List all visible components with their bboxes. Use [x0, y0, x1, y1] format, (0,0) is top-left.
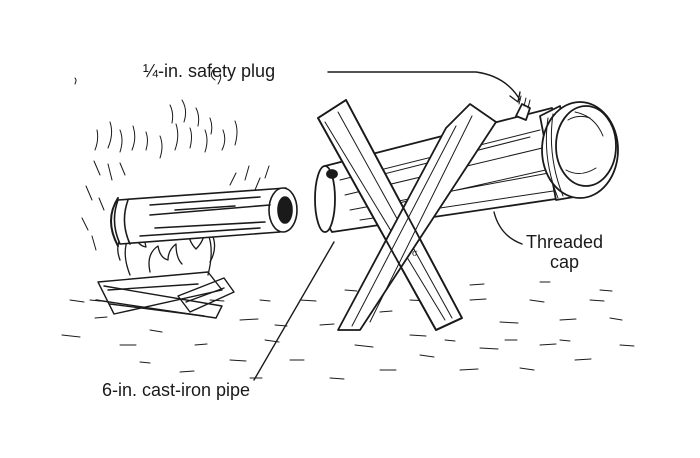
- brush-scribbles: [74, 69, 270, 251]
- leader-lines: [253, 71, 523, 381]
- sawhorse: σ: [317, 99, 497, 331]
- firewood: [95, 271, 235, 319]
- label-safety-plug: ¼-in. safety plug: [143, 61, 276, 81]
- label-threaded-cap-line1: Threaded: [526, 232, 604, 252]
- leader-arrowhead: [509, 91, 521, 103]
- threaded-cap: [539, 101, 619, 201]
- label-threaded-cap-line2: cap: [550, 252, 580, 272]
- label-threaded-cap: Threaded cap: [526, 232, 603, 272]
- pipe-in-fire: [110, 187, 298, 247]
- ground-hatching: [61, 281, 635, 380]
- label-cast-iron-pipe: 6-in. cast-iron pipe: [102, 380, 251, 400]
- leader-pipe: [253, 241, 335, 381]
- leg-mark: σ: [412, 248, 418, 259]
- leader-threaded-cap: [493, 211, 523, 245]
- leader-safety-plug: [327, 71, 521, 101]
